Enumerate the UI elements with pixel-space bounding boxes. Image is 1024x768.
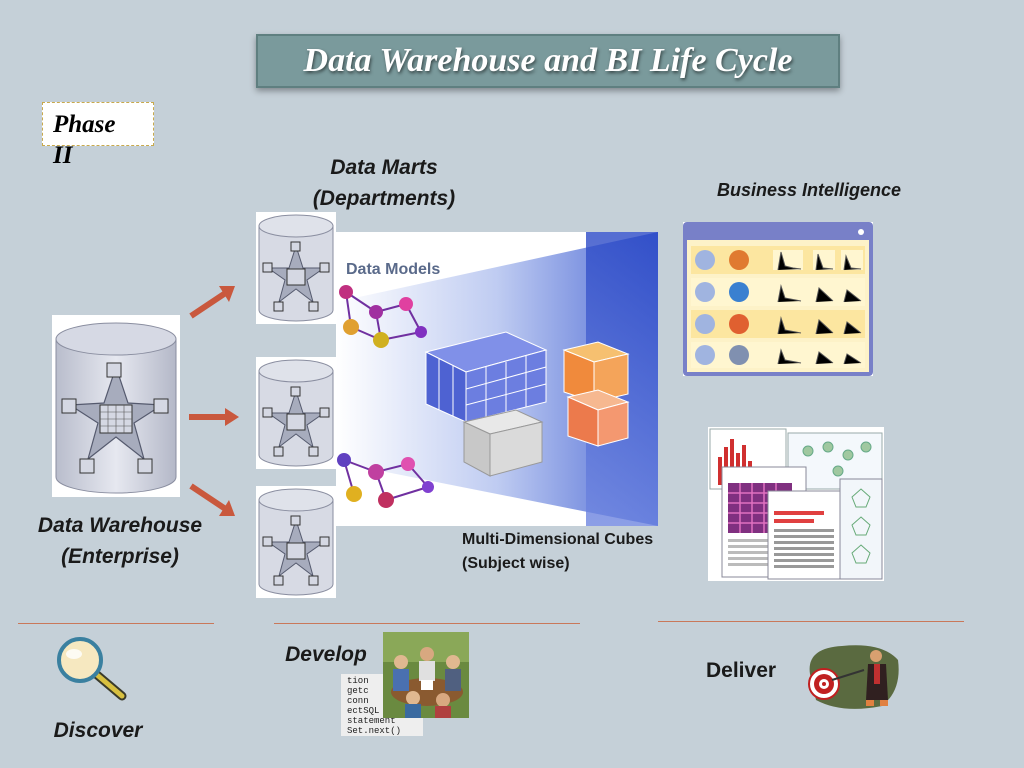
bullseye-icon <box>808 668 840 700</box>
target-archer-icon <box>802 640 902 712</box>
bi-dashboard-image <box>683 222 873 376</box>
dashboard-rows <box>691 246 865 368</box>
orange-cube-icon <box>562 341 630 447</box>
data-models-text: Data Models <box>346 261 440 278</box>
reports-collage-image <box>708 427 884 581</box>
arrow-down-icon <box>189 483 235 516</box>
grey-cube-icon <box>462 409 544 477</box>
flow-arrows <box>189 286 239 516</box>
code-line: conn <box>347 696 369 706</box>
phase-label: Phase II <box>53 111 116 169</box>
arrow-up-icon <box>189 286 235 319</box>
stage-divider <box>18 623 214 624</box>
data-marts-title: Data Marts <box>330 156 438 179</box>
cubes-subtitle: (Subject wise) <box>462 555 570 572</box>
page-title: Data Warehouse and BI Life Cycle <box>303 42 793 79</box>
magnifier-icon <box>52 636 128 702</box>
data-warehouse-label: Data Warehouse (Enterprise) <box>20 510 220 572</box>
discover-label: Discover <box>53 719 143 742</box>
phase-box <box>42 102 154 146</box>
code-line: ectSQL <box>347 706 380 716</box>
data-warehouse-cylinder-icon <box>52 315 180 497</box>
data-marts-subtitle: (Departments) <box>312 187 456 210</box>
business-intelligence-label: Business Intelligence <box>716 180 902 200</box>
cubes-title: Multi-Dimensional Cubes <box>462 531 654 548</box>
code-line: Set.next() <box>347 726 402 736</box>
data-warehouse-subtitle: (Enterprise) <box>61 545 179 568</box>
develop-label: Develop <box>285 643 367 666</box>
data-mart-cylinder-icon <box>256 212 336 324</box>
blue-cube-icon <box>424 331 548 423</box>
data-mart-cylinder-icon <box>256 486 336 598</box>
code-line: tion <box>347 676 369 686</box>
data-warehouse-title: Data Warehouse <box>37 514 203 537</box>
arrow-right-icon <box>189 408 239 426</box>
title-banner <box>256 34 840 88</box>
deliver-label: Deliver <box>706 659 777 682</box>
code-line: statement <box>347 716 396 726</box>
stage-divider <box>274 623 580 624</box>
data-marts-label: Data Marts (Departments) <box>290 152 478 214</box>
team-meeting-image <box>383 632 469 718</box>
cubes-label: Multi-Dimensional Cubes (Subject wise) <box>462 528 692 576</box>
stage-divider <box>658 621 964 622</box>
code-line: getc <box>347 686 369 696</box>
data-mart-cylinder-icon <box>256 357 336 469</box>
data-models-image: Data Models <box>336 232 658 526</box>
